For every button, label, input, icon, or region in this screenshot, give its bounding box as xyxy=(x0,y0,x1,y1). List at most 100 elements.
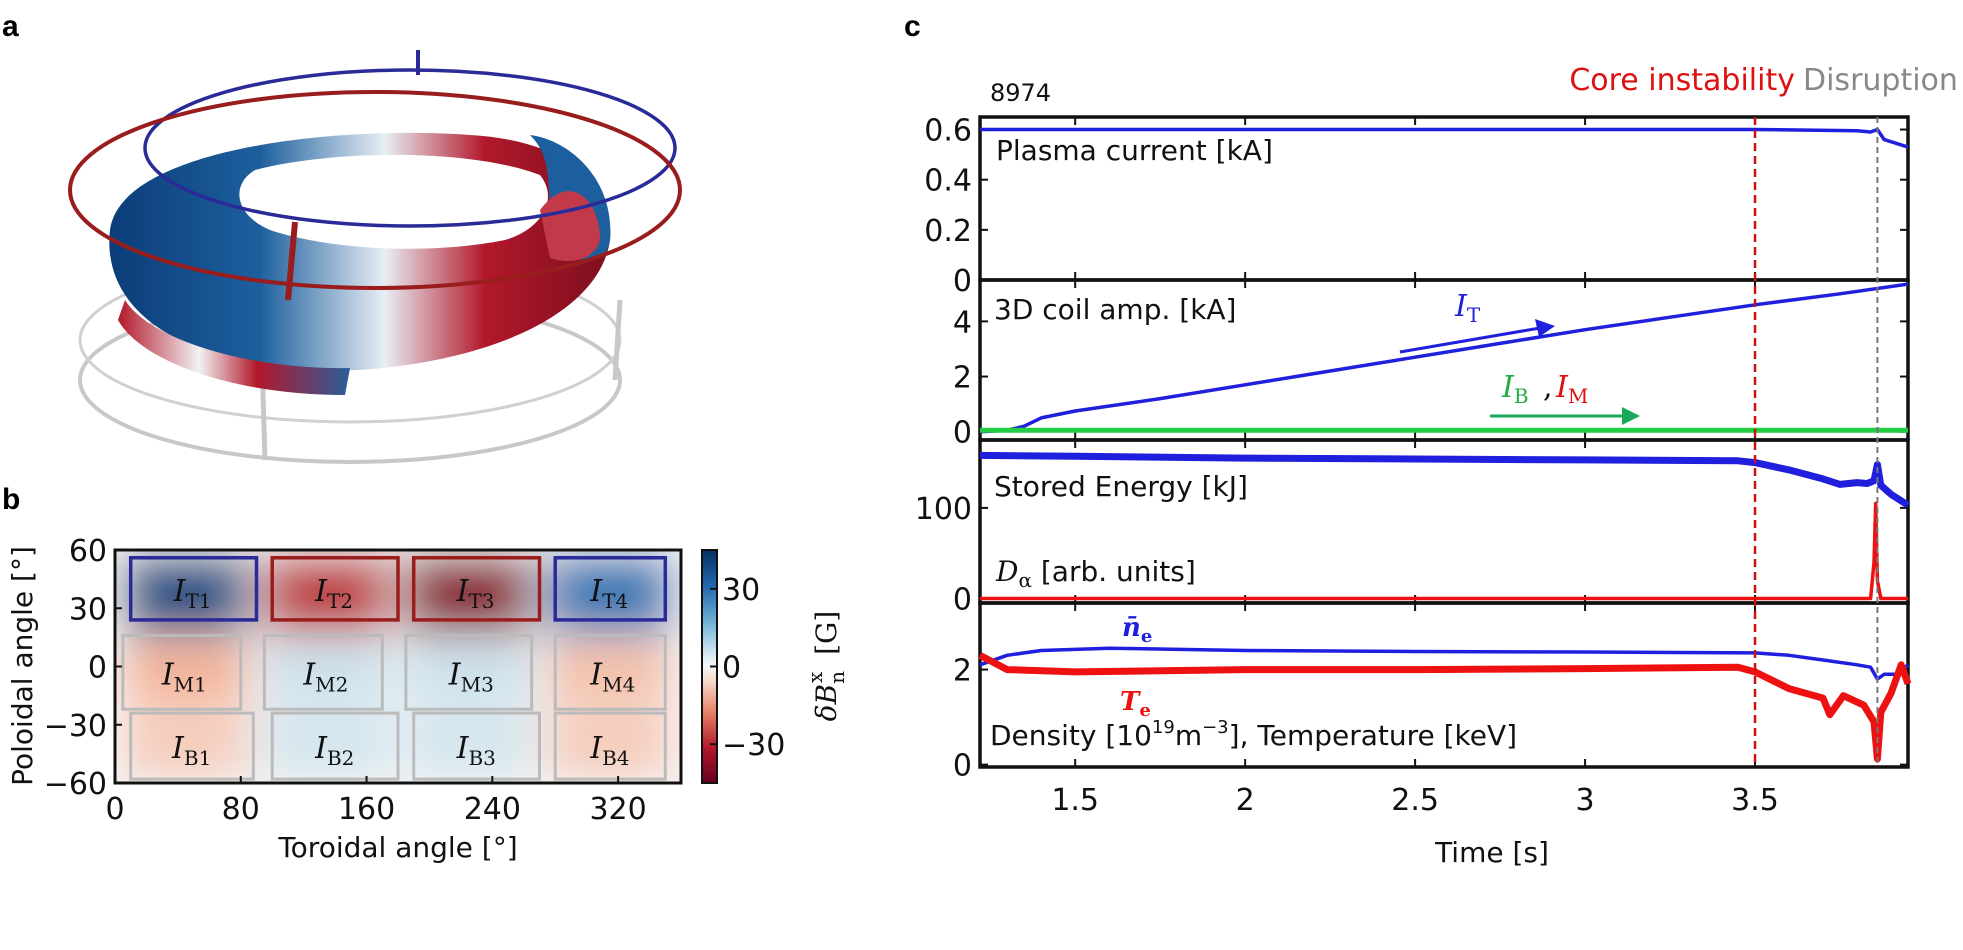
heatmap-x-axis-label: Toroidal angle [°] xyxy=(277,831,517,864)
coil-label-b2: IB2 xyxy=(314,731,354,770)
coil-box-b4 xyxy=(553,711,667,781)
heatmap-cell xyxy=(547,641,673,702)
time-x-tick-label: 3 xyxy=(1576,783,1595,818)
series-line-trace xyxy=(980,127,1909,149)
it-annotation-label: IT xyxy=(1454,289,1481,327)
coil-box-m2 xyxy=(262,633,384,711)
coil-box-t2 xyxy=(270,556,400,622)
y-tick-label: 4 xyxy=(953,305,972,340)
heatmap-y-tick-label: −30 xyxy=(44,709,107,744)
core-instability-label: Core instability xyxy=(1569,63,1795,98)
heatmap-x-tick-label: 0 xyxy=(105,792,124,827)
y-tick-label: 0 xyxy=(953,264,972,299)
heatmap-x-tick-label: 240 xyxy=(464,792,521,827)
colorbar-tick-label: 0 xyxy=(722,651,741,686)
y-tick-label: 2 xyxy=(953,361,972,396)
heatmap-y-ticks: 60 30 0 −30 −60 xyxy=(44,534,122,802)
coil-label-b4: IB4 xyxy=(589,731,629,770)
event-lines xyxy=(1753,117,1879,767)
coil-amp-label: 3D coil amp. [kA] xyxy=(994,293,1236,326)
ib-im-annotation: IB , IM xyxy=(1490,370,1640,425)
coil-label-t4: IT4 xyxy=(589,574,628,613)
heatmap-y-axis-label: Poloidal angle [°] xyxy=(6,546,39,786)
heatmap-cell xyxy=(264,641,390,702)
time-x-tick-label: 2 xyxy=(1236,783,1255,818)
subplot-plasma-current: 0 0.2 0.4 0.6 xyxy=(924,114,1910,299)
it-arrow-line xyxy=(1399,326,1541,354)
coil-label-m2: IM2 xyxy=(302,657,348,696)
coil-label-t2: IT2 xyxy=(314,574,353,613)
time-x-tick-label: 3.5 xyxy=(1731,783,1779,818)
shot-number: 8974 xyxy=(990,79,1051,107)
heatmap-y-tick-label: −60 xyxy=(44,767,107,802)
heatmap-x-ticks: 0 80 160 240 320 xyxy=(105,776,647,827)
panel-letter-c: c xyxy=(904,10,921,43)
stored-energy-label: Stored Energy [kJ] xyxy=(994,470,1248,503)
heatmap-cell xyxy=(123,641,249,702)
coil-box-m4 xyxy=(553,633,667,711)
y-tick-label: 2 xyxy=(953,654,972,689)
series-line-stored-energy xyxy=(979,451,1910,509)
time-x-tick-label: 2.5 xyxy=(1391,783,1439,818)
plasma-current-label: Plasma current [kA] xyxy=(996,134,1273,167)
y-tick-label: 0 xyxy=(953,416,972,451)
coil-box-b1 xyxy=(129,711,255,781)
coil-box-b3 xyxy=(412,711,542,781)
coil-post-red xyxy=(285,221,298,301)
disruption-label: Disruption xyxy=(1803,63,1958,98)
heatmap-y-tick-label: 0 xyxy=(88,651,107,686)
subplot-frame xyxy=(978,601,1910,769)
y-tick-label: 0 xyxy=(953,582,972,617)
density-temperature-label: Density [1019m−3], Temperature [keV] xyxy=(990,717,1517,752)
colorbar-label: δBnx [G] xyxy=(803,611,849,722)
series-line-i-t xyxy=(979,282,1909,434)
coil-box-t1 xyxy=(128,556,259,622)
te-series-label: Te xyxy=(1120,687,1151,721)
heatmap-cell xyxy=(547,709,673,779)
heatmap-x-tick-label: 160 xyxy=(338,792,395,827)
time-traces-panel: 8974 Core instability Disruption 0 0.2 0.4… xyxy=(915,63,1958,869)
colorbar-tick-label: 30 xyxy=(722,573,760,608)
coil-box-b2 xyxy=(270,711,400,781)
time-axis-label: Time [s] xyxy=(1434,836,1549,869)
y-tick-label: 0.6 xyxy=(924,114,972,149)
heatmap-x-tick-label: 320 xyxy=(589,792,646,827)
subplot-density-temperature: 02 xyxy=(953,601,1912,784)
y-tick-label: 0.4 xyxy=(924,164,972,199)
coil-box-m1 xyxy=(121,633,243,711)
y-tick-label: 0 xyxy=(953,749,972,784)
coil-label-m4: IM4 xyxy=(589,657,635,696)
im-annotation-label: IM xyxy=(1555,370,1588,408)
coil-box-t4 xyxy=(553,556,668,622)
annotation-comma: , xyxy=(1543,370,1553,405)
series-line-t-e xyxy=(978,652,1912,763)
ib-im-arrow-head xyxy=(1622,407,1640,425)
ne-series-label: n̄e xyxy=(1122,613,1152,647)
coil-label-m3: IM3 xyxy=(448,657,494,696)
heatmap-cell xyxy=(406,709,532,779)
heatmap-y-tick-label: 60 xyxy=(69,534,107,569)
torus-lower-band xyxy=(118,300,350,395)
coil-label-m1: IM1 xyxy=(161,657,207,696)
torus-hole xyxy=(239,154,548,249)
it-arrow-head xyxy=(1535,319,1555,337)
heatmap-cell xyxy=(123,709,249,779)
coil-box-t3 xyxy=(411,556,542,622)
coil-post xyxy=(612,299,623,381)
coil-label-b3: IB3 xyxy=(456,731,496,770)
heatmap-y-tick-label: 30 xyxy=(69,592,107,627)
y-tick-label: 100 xyxy=(915,492,972,527)
subplot-stored-energy: 0 100 xyxy=(915,438,1910,617)
coil-box-m3 xyxy=(404,633,534,711)
y-tick-label: 0.2 xyxy=(924,214,972,249)
colorbar-ticks: 300−30 xyxy=(710,573,785,763)
series-line-n-e xyxy=(979,646,1910,681)
heatmap-x-tick-label: 80 xyxy=(222,792,260,827)
torus-inner-red xyxy=(540,191,600,261)
heatmap-cell xyxy=(406,641,532,702)
ib-annotation-label: IB xyxy=(1501,370,1529,408)
coil-label-t3: IT3 xyxy=(456,574,495,613)
coil-label-b1: IB1 xyxy=(171,731,211,770)
time-x-tick-label: 1.5 xyxy=(1051,783,1099,818)
